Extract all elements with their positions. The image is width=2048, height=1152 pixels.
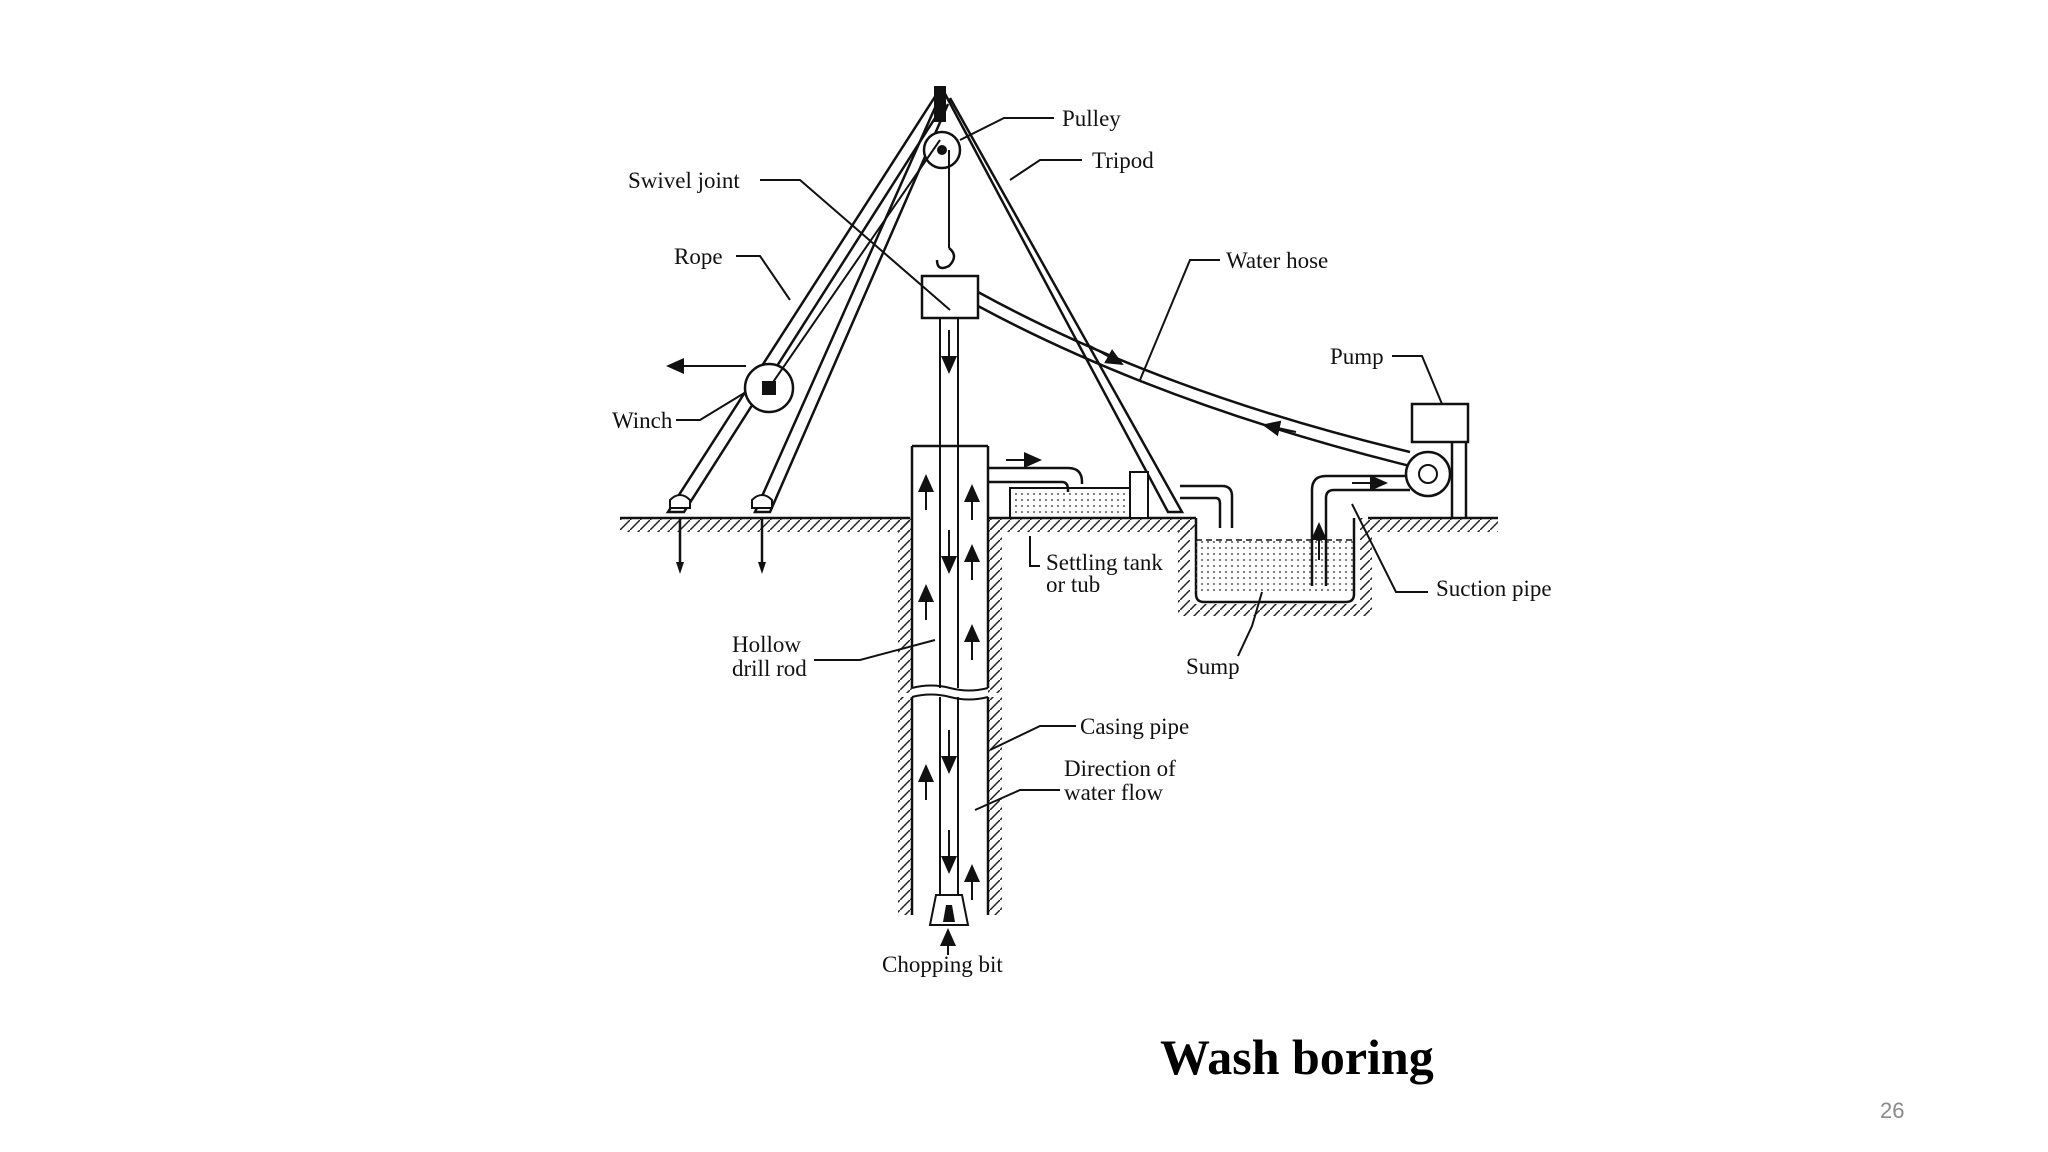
swivel-joint: [920, 274, 980, 320]
label-settling-tank-2: or tub: [1046, 572, 1100, 597]
slide-title: Wash boring: [1160, 1029, 1434, 1085]
borehole-walls: [898, 518, 1002, 915]
settling-tank: [1009, 487, 1131, 519]
label-direction-2: water flow: [1064, 780, 1163, 805]
flow-arrows: [918, 330, 980, 955]
tripod-feet: [669, 494, 773, 574]
settling-tank-weir: [1129, 471, 1149, 519]
tripod: [665, 86, 1185, 514]
label-winch: Winch: [612, 408, 673, 433]
suction-pipe: [1310, 474, 1410, 586]
hollow-drill-rod: [939, 318, 959, 895]
rope: [768, 139, 941, 389]
chopping-bit-tip: [943, 905, 955, 922]
label-chopping-bit: Chopping bit: [882, 952, 1003, 977]
label-sump: Sump: [1186, 654, 1240, 679]
pulley-hub: [937, 145, 947, 155]
label-pump: Pump: [1330, 344, 1384, 369]
overflow-pipe: [1180, 484, 1234, 528]
hook: [935, 247, 956, 270]
page-number: 26: [1880, 1098, 1905, 1123]
label-hollow-drill-rod-2: drill rod: [732, 656, 807, 681]
label-rope: Rope: [674, 244, 723, 269]
label-direction-1: Direction of: [1064, 756, 1176, 781]
label-water-hose: Water hose: [1226, 248, 1328, 273]
water-hose: [977, 290, 1411, 468]
label-casing-pipe: Casing pipe: [1080, 714, 1189, 739]
pump: [1404, 402, 1470, 518]
labels: Pulley Tripod Swivel joint Rope Water ho…: [612, 106, 1552, 977]
casing-pipe: [910, 444, 990, 915]
label-settling-tank-1: Settling tank: [1046, 550, 1163, 575]
leader-lines: [676, 117, 1443, 811]
sump: [1178, 518, 1372, 616]
label-suction-pipe: Suction pipe: [1436, 576, 1552, 601]
label-pulley: Pulley: [1062, 106, 1121, 131]
label-swivel-joint: Swivel joint: [628, 168, 740, 193]
label-hollow-drill-rod-1: Hollow: [732, 632, 801, 657]
label-tripod: Tripod: [1092, 148, 1154, 173]
